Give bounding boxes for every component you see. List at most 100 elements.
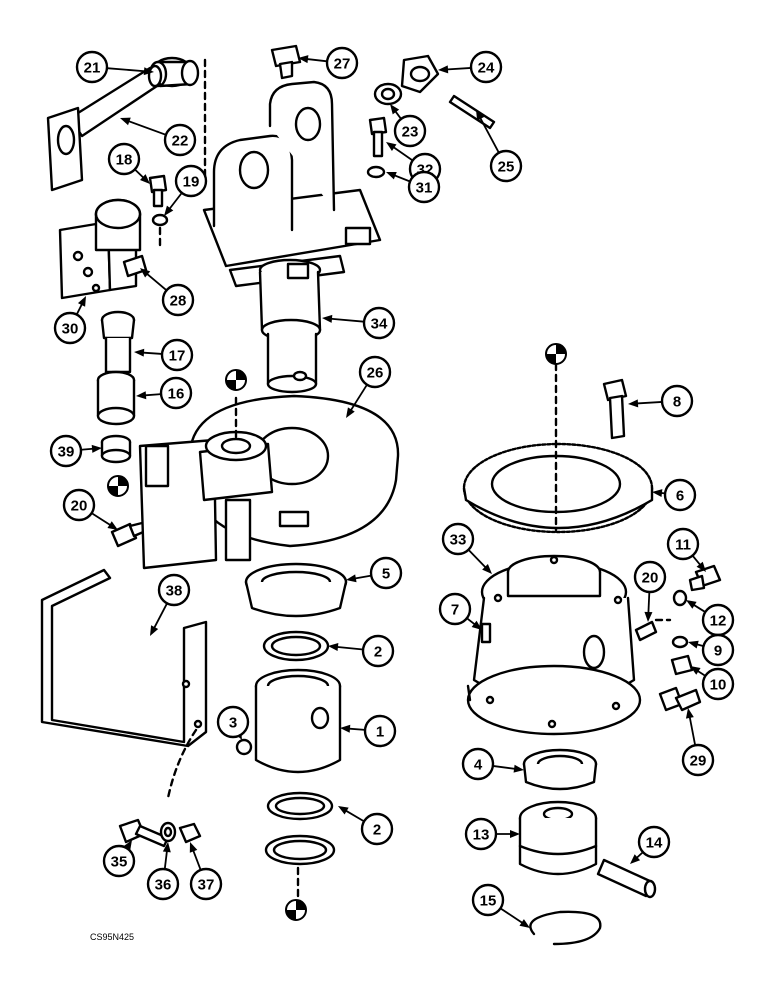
callout-label: 38 xyxy=(166,583,183,600)
leader-arrowhead xyxy=(510,830,520,838)
callout-circle xyxy=(663,478,697,512)
leader-arrowhead xyxy=(189,842,198,853)
leader-arrowhead xyxy=(652,489,663,498)
callout-circle xyxy=(407,170,441,204)
centerline-mark-icon xyxy=(285,899,307,921)
leader-line xyxy=(478,114,500,154)
part-8-bolt xyxy=(602,378,628,440)
part-24-castle-nut xyxy=(400,54,440,94)
part-7-dowel xyxy=(480,622,492,644)
callout-circle xyxy=(358,355,392,389)
leader-arrowhead xyxy=(696,561,706,572)
callout-label: 4 xyxy=(474,757,483,774)
leader-arrowhead xyxy=(340,724,351,733)
leader-arrowhead xyxy=(140,268,151,278)
callout-label: 29 xyxy=(690,753,707,770)
callout-circle xyxy=(369,556,403,590)
callout-label: 30 xyxy=(62,321,79,338)
leader-arrowhead xyxy=(513,764,524,773)
leader-arrowhead xyxy=(630,854,641,864)
callout-circle xyxy=(701,667,735,701)
leader-arrowhead xyxy=(107,521,118,530)
callout-circle xyxy=(361,634,395,668)
callout-label: 27 xyxy=(334,56,351,73)
callout-circle xyxy=(469,50,503,84)
part-11-screw xyxy=(688,564,722,592)
leader-arrowhead xyxy=(143,67,154,76)
callout-20: 20 xyxy=(62,488,96,522)
callout-circle xyxy=(53,311,87,345)
callout-4: 4 xyxy=(461,747,495,781)
callout-22: 22 xyxy=(163,123,197,157)
callout-11: 11 xyxy=(666,527,700,561)
callout-23: 23 xyxy=(393,114,427,148)
callout-label: 8 xyxy=(673,394,681,411)
callout-circle xyxy=(701,633,735,667)
callout-39: 39 xyxy=(49,434,83,468)
leader-arrowhead xyxy=(150,625,159,636)
callout-label: 1 xyxy=(376,724,384,741)
leader-lines xyxy=(75,55,706,928)
leader-arrowhead xyxy=(322,314,333,323)
leader-arrowhead xyxy=(164,205,174,216)
leader-arrowhead xyxy=(386,142,397,151)
callout-label: 35 xyxy=(111,854,128,871)
callout-label: 24 xyxy=(478,60,495,77)
part-12-washer xyxy=(672,589,688,607)
leader-line xyxy=(333,645,364,651)
leader-line xyxy=(633,401,663,405)
leader-arrowhead xyxy=(628,399,639,408)
callout-28: 28 xyxy=(161,283,195,317)
callout-label: 31 xyxy=(416,180,433,197)
callout-circle xyxy=(471,883,505,917)
leader-line xyxy=(647,591,651,617)
callout-17: 17 xyxy=(160,338,194,372)
callout-circle xyxy=(464,817,498,851)
leader-arrowhead xyxy=(346,574,357,583)
leader-line xyxy=(327,317,365,323)
callout-20: 20 xyxy=(633,560,667,594)
callout-label: 5 xyxy=(382,566,390,583)
callout-circle xyxy=(157,573,191,607)
callout-circle xyxy=(160,338,194,372)
part-38-guard-bracket xyxy=(40,568,208,800)
leader-line xyxy=(688,713,697,746)
part-9-washer xyxy=(671,635,689,649)
leader-line xyxy=(144,271,168,292)
callout-31: 31 xyxy=(407,170,441,204)
callout-13: 13 xyxy=(464,817,498,851)
leader-line xyxy=(151,602,168,632)
callout-35: 35 xyxy=(102,844,136,878)
callout-label: 33 xyxy=(450,532,467,549)
callout-circle xyxy=(102,844,136,878)
callout-18: 18 xyxy=(107,142,141,176)
callout-label: 12 xyxy=(710,613,727,630)
part-10-nut xyxy=(670,654,694,676)
callout-circle xyxy=(360,812,394,846)
centerline-mark-icon xyxy=(545,343,567,365)
part-19-washer xyxy=(151,213,169,248)
callout-30: 30 xyxy=(53,311,87,345)
callout-12: 12 xyxy=(701,603,735,637)
part-26-mounting-plate xyxy=(138,394,400,570)
leader-arrowhead xyxy=(140,174,150,184)
leader-arrowhead xyxy=(686,600,697,609)
part-17-spline-shaft xyxy=(100,310,136,374)
centerline-mark-icon xyxy=(225,369,247,391)
callout-34: 34 xyxy=(362,306,396,340)
callout-15: 15 xyxy=(471,883,505,917)
part-3-ball xyxy=(235,738,253,756)
callout-circle xyxy=(146,867,180,901)
callout-label: 37 xyxy=(198,877,215,894)
callout-3: 3 xyxy=(216,705,250,739)
leader-arrowhead xyxy=(77,296,86,307)
part-32-cap-screw xyxy=(368,116,388,158)
part-2-o-ring-upper xyxy=(262,630,330,662)
callout-37: 37 xyxy=(189,867,223,901)
leader-line xyxy=(125,119,167,136)
callout-26: 26 xyxy=(358,355,392,389)
callout-7: 7 xyxy=(438,592,472,626)
part-4-bearing xyxy=(522,748,598,791)
leader-arrowhead xyxy=(688,640,699,649)
leader-line xyxy=(390,144,414,162)
